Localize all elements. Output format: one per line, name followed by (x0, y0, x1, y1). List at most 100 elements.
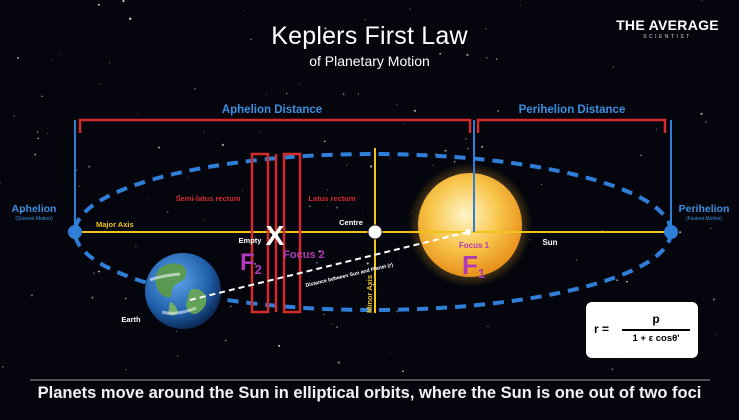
star (432, 165, 434, 166)
star (341, 57, 343, 60)
star (41, 95, 43, 98)
star (497, 109, 500, 112)
star (0, 181, 1, 184)
star (217, 374, 218, 375)
star (611, 368, 614, 371)
star (177, 355, 179, 357)
star (20, 210, 23, 213)
star (364, 18, 366, 21)
semi-latus-rectum-label: Semi-latus rectum (175, 194, 240, 203)
star (34, 153, 37, 156)
star (612, 66, 615, 68)
star (439, 52, 442, 55)
star (9, 91, 11, 93)
star (342, 93, 345, 96)
star (409, 8, 411, 10)
star (166, 211, 169, 213)
star (705, 121, 707, 123)
sun-icon (418, 173, 522, 277)
star (203, 131, 205, 133)
star (187, 177, 188, 179)
star (109, 62, 111, 64)
distance-line-label: Distance between Sun and Planet (r) (305, 262, 394, 289)
semi-latus-rectum-box (250, 152, 270, 314)
perihelion-point (664, 225, 678, 239)
equation-numerator: p (652, 312, 660, 326)
star (714, 334, 717, 336)
star (129, 17, 132, 20)
star (298, 83, 300, 85)
star (250, 38, 253, 41)
star (30, 294, 34, 297)
earth-icon (145, 253, 221, 329)
star (357, 93, 359, 95)
star (337, 361, 340, 364)
star (465, 138, 467, 140)
page-title: Keplers First Law (271, 22, 468, 50)
star (97, 3, 100, 6)
star (135, 246, 137, 248)
star (389, 157, 391, 159)
star (485, 27, 487, 30)
star (333, 276, 335, 278)
star (308, 205, 311, 208)
fraction-bar (622, 329, 690, 331)
star (278, 344, 281, 347)
star (254, 263, 256, 265)
star (460, 31, 462, 34)
star (701, 0, 703, 2)
star (483, 2, 484, 4)
focus2-label: Focus 2 (283, 249, 325, 261)
star (331, 323, 334, 325)
star (243, 9, 245, 11)
star (710, 227, 712, 229)
star (467, 147, 470, 150)
star (92, 272, 96, 275)
star (708, 192, 710, 194)
star (413, 109, 416, 112)
star (124, 297, 127, 300)
star (175, 330, 178, 333)
star (640, 154, 642, 156)
f2-letter: F2 (240, 249, 262, 277)
star (336, 326, 339, 328)
star (147, 197, 149, 199)
star (592, 154, 594, 155)
perihelion-note: (Fastest Motion) (686, 216, 722, 222)
aphelion-note: (Slowest Motion) (15, 216, 53, 222)
star (315, 261, 318, 264)
star (137, 113, 139, 115)
star (221, 143, 224, 147)
star (259, 130, 261, 132)
star (254, 236, 256, 237)
star (346, 164, 348, 166)
aphelion-point (68, 225, 82, 239)
star (327, 189, 328, 191)
page-subtitle: of Planetary Motion (309, 53, 430, 69)
star (679, 231, 682, 234)
star (56, 330, 58, 331)
star (520, 5, 522, 6)
minor-axis-label: Minor Axis (365, 275, 374, 313)
star (444, 149, 447, 152)
star (203, 219, 205, 220)
f1-letter: F1 (462, 250, 485, 281)
orbit-equation-box: r = p 1 + ε cosθ' (586, 302, 698, 358)
star (37, 131, 39, 133)
focus1-point (465, 229, 471, 235)
star (401, 370, 404, 373)
star (88, 165, 91, 168)
star (82, 122, 84, 124)
empty-focus-mark: X (266, 220, 285, 251)
star (13, 115, 16, 118)
star (487, 325, 489, 327)
star (403, 123, 405, 125)
star (293, 106, 295, 107)
star (265, 93, 267, 95)
perihelion-distance-bracket (476, 118, 667, 133)
brand-logo: THE AVERAGE (616, 17, 719, 33)
star (626, 280, 628, 283)
sun-label: Sun (542, 238, 557, 247)
star (466, 53, 469, 57)
